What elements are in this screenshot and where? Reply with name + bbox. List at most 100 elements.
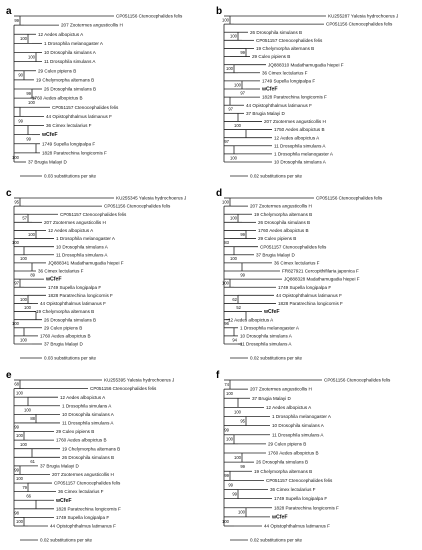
tip-label: 36 Cimex lectularius F bbox=[38, 269, 84, 274]
tip-label: 19 Chelymorpha alternans B bbox=[36, 77, 94, 82]
tip-label: 37 Brugia Malayi D bbox=[44, 342, 83, 347]
bootstrap-value: 99 bbox=[14, 425, 19, 430]
tip-label: 1749 Supella longipalpa F bbox=[48, 285, 101, 290]
bootstrap-value: 100 bbox=[16, 476, 24, 481]
tip-label: 26 Drosophila simulans B bbox=[256, 460, 308, 465]
tip-label-wcfef: wCfeF bbox=[45, 277, 62, 283]
tip-label: JQ888310 Madathamugadia hiepei F bbox=[268, 62, 344, 67]
tip-label: 44 Opistophthalmus latimanus F bbox=[40, 301, 106, 306]
bootstrap-value: 95 bbox=[240, 418, 245, 423]
tip-label: 12 Aedes albopictus A bbox=[274, 135, 320, 140]
tip-label: 1760 Aedes albopictus B bbox=[258, 228, 309, 233]
bootstrap-value: 99 bbox=[14, 468, 19, 473]
tip-label: 29 Culex pipiens B bbox=[44, 325, 82, 330]
tip-label: JQ888328 Madathamugadia hiepei F bbox=[284, 277, 360, 282]
tip-label: CP051157 Ctenocephalides felis bbox=[260, 244, 327, 249]
bootstrap-value: 68 bbox=[14, 382, 19, 387]
bootstrap-value: 100 bbox=[24, 407, 32, 412]
tip-label: CP051157 Ctenocephalides felis bbox=[60, 212, 127, 217]
tip-label: 1828 Paratrechina longicornis F bbox=[262, 95, 327, 100]
bootstrap-value: 100 bbox=[226, 391, 234, 396]
tip-label: 11 Drosophila simulans A bbox=[272, 432, 324, 437]
tip-label: 37 Brugia Malayi D bbox=[28, 160, 67, 165]
bootstrap-value: 97 bbox=[240, 90, 245, 95]
panel-letter: b bbox=[216, 6, 222, 17]
tip-label: 1 Drosophila melanogaster A bbox=[240, 325, 300, 330]
tip-label: 12 Aedes albopictus A bbox=[38, 32, 84, 37]
scale-bar-label: 0.02 substitutions per site bbox=[40, 538, 93, 543]
tip-label: 29 Culex pipiens B bbox=[56, 429, 94, 434]
tip-label: 44 Opistophthalmus latimanus F bbox=[246, 103, 312, 108]
tip-label: 44 Opistophthalmus latimanus F bbox=[50, 524, 116, 529]
tip-label: 19 Chelymorpha alternans B bbox=[254, 469, 312, 474]
tip-label: 19 Chelymorpha alternans B bbox=[62, 446, 120, 451]
bootstrap-value: 100 bbox=[230, 34, 238, 39]
bootstrap-value: 100 bbox=[16, 519, 24, 524]
bootstrap-value: 100 bbox=[28, 54, 36, 59]
tip-label: KU255345 Yalesia hydrochoerus J bbox=[116, 196, 186, 201]
bootstrap-value: 100 bbox=[222, 519, 230, 524]
scale-bar-label: 0.02 substitutions per site bbox=[250, 174, 303, 179]
tip-label: 1 Drosophila melanogaster A bbox=[272, 414, 332, 419]
bootstrap-value: 83 bbox=[224, 240, 229, 245]
tip-label: 1828 Paratrechina longicornis F bbox=[56, 506, 121, 511]
bootstrap-value: 97 bbox=[14, 281, 19, 286]
bootstrap-value: 100 bbox=[12, 321, 20, 326]
tip-label: 10 Drosophila simulans A bbox=[274, 160, 327, 165]
tip-label: 207 Zootermes angusticollis H bbox=[44, 220, 106, 225]
tip-label: CP051157 Ctenocephalides felis bbox=[266, 478, 333, 483]
tip-label: 207 Zootermes angusticollis H bbox=[61, 23, 123, 28]
tip-label: 37 Brugia Malayi D bbox=[246, 111, 285, 116]
tip-label: 1828 Paratrechina longicornis F bbox=[274, 505, 339, 510]
tip-label: FR827921 Cercopithifilaria japonica F bbox=[282, 269, 359, 274]
scale-bar-label: 0.03 substitutions per site bbox=[44, 356, 97, 361]
bootstrap-value: 100 bbox=[20, 297, 28, 302]
tip-label: CP051157 Ctenocephalides felis bbox=[256, 38, 323, 43]
bootstrap-value: 100 bbox=[12, 240, 20, 245]
tip-label: KU255395 Yalesia hydrochoerus J bbox=[104, 378, 174, 383]
bootstrap-value: 99 bbox=[240, 232, 245, 237]
bootstrap-value: 100 bbox=[28, 100, 36, 105]
tip-label: 36 Cimex lectularius F bbox=[58, 489, 104, 494]
bootstrap-value: 100 bbox=[16, 433, 24, 438]
tip-label: CP051157 Ctenocephalides felis bbox=[54, 481, 121, 486]
bootstrap-value: 100 bbox=[230, 216, 238, 221]
bootstrap-value: 66 bbox=[26, 493, 31, 498]
tip-label: 1749 Supella longipalpa F bbox=[274, 496, 327, 501]
tip-label-wcfef: wCfeF bbox=[261, 87, 278, 93]
bootstrap-value: 79 bbox=[22, 485, 27, 490]
tip-label: 36 Cimex lectularius F bbox=[46, 123, 92, 128]
tip-label: 12 Aedes albopictus A bbox=[60, 395, 106, 400]
tip-label: 26 Drosophila simulans B bbox=[62, 455, 114, 460]
tip-label: 37 Brugia Malayi D bbox=[40, 463, 79, 468]
scale-bar-label: 0.03 substitutions per site bbox=[44, 174, 97, 179]
tip-label: 29 Culex pipiens B bbox=[268, 441, 306, 446]
bootstrap-value: 100 bbox=[222, 199, 230, 204]
bootstrap-value: 99 bbox=[26, 137, 31, 142]
tip-label: 1760 Aedes albopictus B bbox=[40, 333, 91, 338]
tip-label: 207 Zootermes angusticollis H bbox=[52, 472, 114, 477]
bootstrap-value: 99 bbox=[240, 50, 245, 55]
tip-label: 44 Opistophthalmus latimanus F bbox=[276, 293, 342, 298]
tip-label: 12 Aedes albopictus A bbox=[228, 317, 274, 322]
tip-label: 1760 Aedes albopictus B bbox=[268, 451, 319, 456]
tip-label: 1 Drosophila simulans A bbox=[62, 403, 112, 408]
tip-label: CP051156 Ctenocephalides felis bbox=[324, 378, 391, 383]
tip-label: 1 Drosophila melanogaster A bbox=[56, 236, 116, 241]
bootstrap-value: 100 bbox=[226, 437, 234, 442]
tip-label: 1 Drosophila melanogaster A bbox=[274, 151, 334, 156]
bootstrap-value: 100 bbox=[20, 337, 28, 342]
bootstrap-value: 100 bbox=[24, 305, 32, 310]
tip-label: 1749 Supella longipalpa F bbox=[56, 515, 109, 520]
tip-label: 11 Drosophila simulans A bbox=[62, 421, 114, 426]
tip-label: 29 Culex pipiens B bbox=[252, 54, 290, 59]
bootstrap-value: 90 bbox=[18, 73, 23, 78]
panel-letter: a bbox=[6, 6, 12, 17]
tip-label: 1828 Paratrechina longicornis F bbox=[48, 293, 113, 298]
tip-label: CP051156 Ctenocephalides felis bbox=[116, 14, 183, 19]
bootstrap-value: 100 bbox=[230, 256, 238, 261]
bootstrap-value: 62 bbox=[232, 297, 237, 302]
tip-label: 10 Drosophila simulans A bbox=[272, 423, 325, 428]
